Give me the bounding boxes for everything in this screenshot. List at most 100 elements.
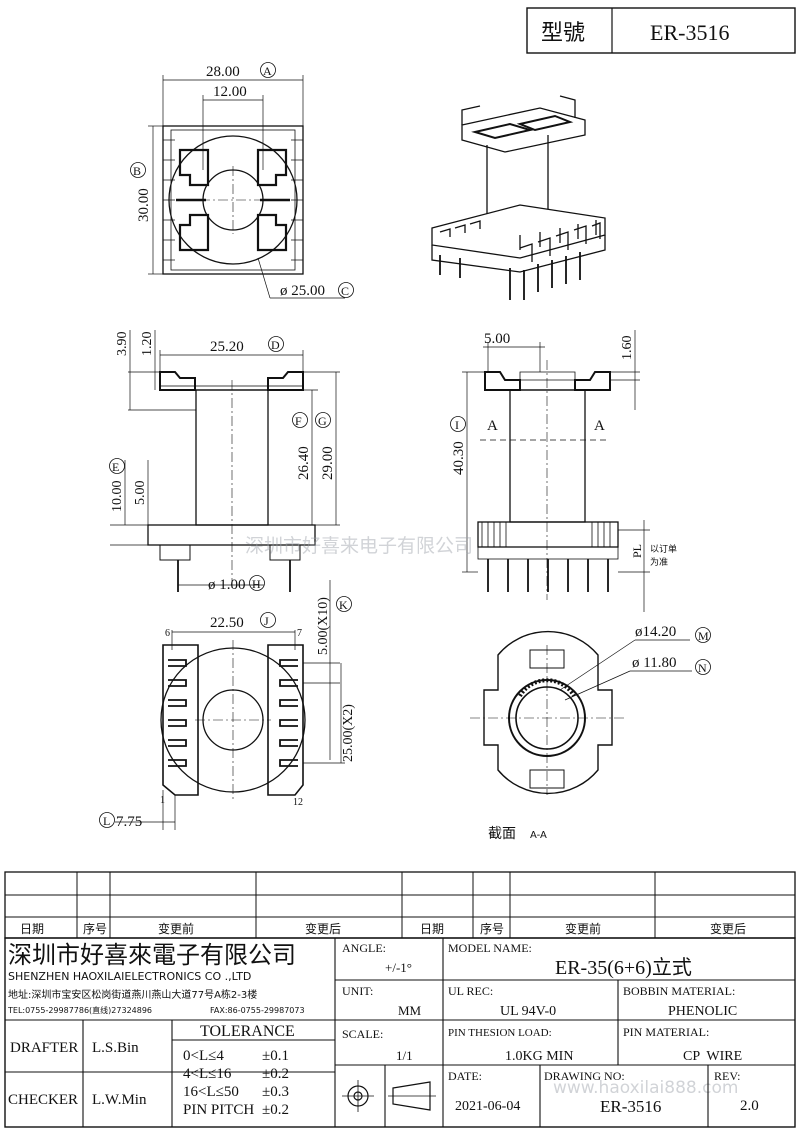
model-value: ER-35(6+6)立式	[555, 956, 692, 979]
watermark-company: 深圳市好喜来电子有限公司	[245, 535, 473, 557]
company-fax: FAX:86-0755-29987073	[210, 1006, 305, 1015]
top-view: 28.00 A 12.00 30.00 B ø 25.00 C	[130, 62, 354, 299]
tol-range-3: 16<L≤50	[183, 1084, 239, 1100]
dim-5-00-front: 5.00	[484, 331, 510, 347]
section-a-left: A	[487, 418, 498, 434]
callout-a: A	[263, 64, 272, 78]
section-a-right: A	[594, 418, 605, 434]
checker-label: CHECKER	[8, 1092, 78, 1108]
tol-range-1: 0<L≤4	[183, 1048, 224, 1064]
company-block: 深圳市好喜來電子有限公司 SHENZHEN HAOXILAIELECTRONIC…	[7, 941, 305, 1015]
dim-5-00: 5.00	[133, 481, 148, 506]
dim-5-x10: 5.00(X10)	[316, 597, 331, 655]
callout-c: C	[341, 284, 349, 298]
signoff-block: DRAFTER L.S.Bin CHECKER L.W.Min	[8, 1040, 147, 1108]
bottom-view: 22.50 J 6 7 1 12 5.00(X10) K 25.00(X2) L…	[99, 580, 356, 830]
front-view: A A 5.00 1.60 40.30 I PL 以订单 为准	[450, 330, 677, 612]
date-label: DATE:	[448, 1069, 482, 1083]
dim-25-dia: ø 25.00	[280, 283, 325, 299]
ulrec-label: UL REC:	[448, 984, 493, 998]
tol-value-2: ±0.2	[262, 1066, 289, 1082]
pin-1: 1	[160, 795, 165, 806]
pinmat-value: CP WIRE	[683, 1049, 742, 1064]
section-label-aa: A-A	[530, 830, 547, 841]
tol-value-4: ±0.2	[262, 1102, 289, 1118]
dim-pin-dia: ø 1.00	[208, 577, 246, 593]
scale-label: SCALE:	[342, 1027, 383, 1041]
rev-label: REV:	[714, 1069, 740, 1083]
header-part-no: ER-3516	[650, 20, 729, 45]
callout-n: N	[698, 661, 707, 675]
scale-value: 1/1	[396, 1048, 413, 1063]
spec-fields: ANGLE: +/-1° MODEL NAME: ER-35(6+6)立式 UN…	[342, 941, 742, 1064]
drawing-info: DATE: 2021-06-04 DRAWING NO: ER-3516 REV…	[448, 1069, 759, 1116]
section-label: 截面	[488, 826, 516, 842]
rev-col-no-1: 序号	[83, 921, 107, 936]
callout-d: D	[271, 338, 280, 352]
checker-value: L.W.Min	[92, 1092, 147, 1108]
dim-25-x2: 25.00(X2)	[341, 704, 356, 762]
dim-30: 30.00	[136, 188, 152, 222]
angle-value: +/-1°	[385, 960, 412, 975]
revision-table	[4, 871, 796, 939]
pin-12: 12	[293, 797, 303, 808]
callout-l: L	[103, 814, 110, 828]
tol-range-2: 4<L≤16	[183, 1066, 232, 1082]
watermark-url: www.haoxilai888.com	[553, 1078, 738, 1098]
bobbin-label: BOBBIN MATERIAL:	[623, 984, 735, 998]
drafter-label: DRAFTER	[10, 1040, 78, 1056]
company-address: 地址:深圳市宝安区松岗街道燕川燕山大道77号A栋2-3楼	[8, 988, 257, 1001]
dim-28: 28.00	[206, 64, 240, 80]
callout-e: E	[112, 460, 119, 474]
dim-26-40: 26.40	[296, 446, 312, 480]
note-order-2: 为准	[650, 556, 668, 568]
tol-value-1: ±0.1	[262, 1048, 289, 1064]
drawing-label: DRAWING NO:	[544, 1069, 625, 1083]
angle-label: ANGLE:	[342, 941, 386, 955]
dim-1-60: 1.60	[620, 336, 635, 361]
iso-view	[431, 95, 606, 300]
tol-range-4: PIN PITCH	[183, 1102, 254, 1118]
tolerance-block: TOLERANCE 0<L≤4 ±0.1 4<L≤16 ±0.2 16<L≤50…	[183, 1023, 295, 1118]
dim-11-80-dia: ø 11.80	[632, 655, 676, 671]
rev-col-after-2: 变更后	[710, 921, 746, 936]
callout-b: B	[133, 164, 141, 178]
pinmat-label: PIN MATERIAL:	[623, 1025, 709, 1039]
note-order-1: 以订单	[650, 543, 677, 555]
pin-6: 6	[165, 628, 170, 639]
company-tel: TEL:0755-29987786(直线)27324896	[7, 1005, 152, 1015]
section-view: ø14.20 M ø 11.80 N 截面 A-A	[470, 624, 711, 842]
dim-7-75: 7.75	[116, 814, 142, 830]
dim-1-20: 1.20	[140, 332, 155, 357]
callout-k: K	[339, 598, 348, 612]
ulrec-value: UL 94V-0	[500, 1004, 556, 1019]
drawing-value: ER-3516	[600, 1097, 661, 1116]
bobbin-value: PHENOLIC	[668, 1004, 737, 1019]
dim-14-20-dia: ø14.20	[635, 624, 676, 640]
company-en: SHENZHEN HAOXILAIELECTRONICS CO .,LTD	[8, 970, 251, 983]
drafter-value: L.S.Bin	[92, 1040, 139, 1056]
dim-25-20: 25.20	[210, 339, 244, 355]
header-label: 型號	[541, 21, 585, 46]
tolerance-title: TOLERANCE	[200, 1023, 295, 1040]
rev-col-no-2: 序号	[480, 921, 504, 936]
callout-m: M	[698, 629, 709, 643]
tol-value-3: ±0.3	[262, 1084, 289, 1100]
dim-40-30: 40.30	[451, 441, 467, 475]
callout-i: I	[455, 418, 459, 432]
dim-10-00: 10.00	[110, 481, 125, 513]
callout-f: F	[295, 414, 302, 428]
pin-7: 7	[297, 628, 302, 639]
callout-g: G	[318, 414, 327, 428]
model-label: MODEL NAME:	[448, 941, 532, 955]
pinload-label: PIN THESION LOAD:	[448, 1027, 552, 1039]
revision-headers: 日期 序号 变更前 变更后 日期 序号 变更前 变更后	[20, 921, 746, 936]
projection-symbol	[342, 1080, 436, 1112]
company-cn: 深圳市好喜來電子有限公司	[8, 941, 296, 969]
callout-j: J	[264, 614, 269, 628]
rev-col-date-1: 日期	[20, 922, 44, 936]
title-block-grid	[4, 937, 796, 1128]
rev-col-before-1: 变更前	[158, 921, 194, 936]
side-view: 25.20 D 3.90 1.20 26.40 29.00 F G 10.00 …	[109, 330, 340, 593]
